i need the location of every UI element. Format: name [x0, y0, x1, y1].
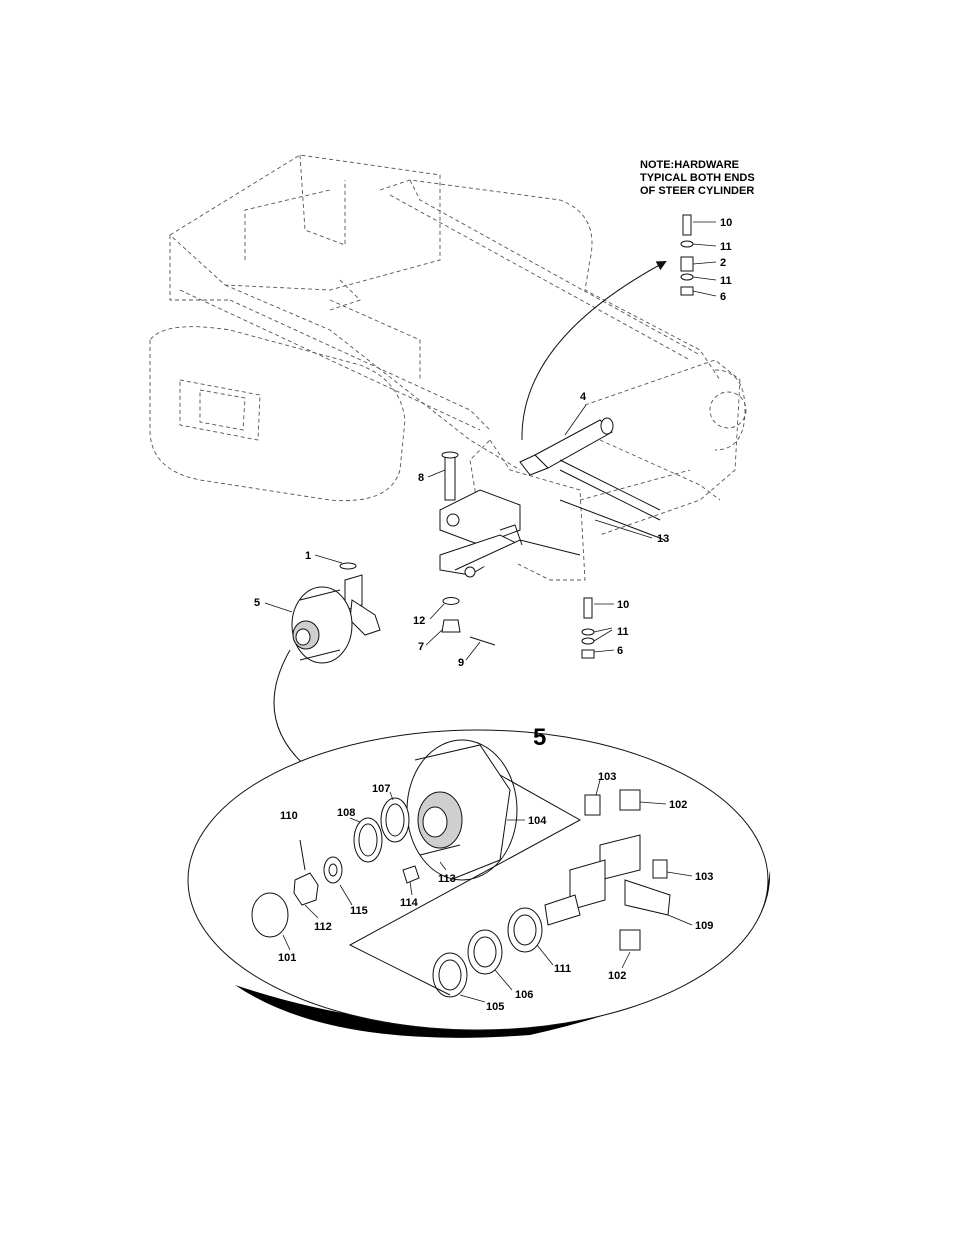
callout-2: 2: [720, 257, 726, 269]
callout-110: 110: [280, 810, 298, 822]
bushing-103a: [585, 795, 600, 815]
cylinder-hardware-bottom: [582, 598, 594, 658]
callout-103-bottom: 103: [695, 871, 713, 883]
hub-spindle-small: [292, 563, 380, 663]
callout-9: 9: [458, 657, 464, 669]
detail-view-5: [188, 730, 770, 1038]
callout-115: 115: [350, 905, 368, 917]
callout-1: 1: [305, 550, 311, 562]
hub-104: [407, 740, 517, 880]
detail-arrow: [274, 650, 310, 770]
callout-10-top: 10: [720, 217, 732, 229]
callout-11-top-a: 11: [720, 241, 732, 253]
callout-108: 108: [337, 807, 355, 819]
detail-callout-5: 5: [533, 724, 546, 751]
cylinder-hardware-top: [681, 215, 693, 295]
callout-102-bottom: 102: [608, 970, 626, 982]
bushing-102a: [620, 790, 640, 810]
callout-114: 114: [400, 897, 419, 909]
callout-6-top: 6: [720, 291, 726, 303]
callout-6-bottom: 6: [617, 645, 623, 657]
callout-103-top: 103: [598, 771, 616, 783]
callout-113: 113: [438, 873, 456, 885]
note-line-2: TYPICAL BOTH ENDS: [640, 172, 755, 184]
steer-cylinder: [520, 418, 660, 520]
lower-hardware: [442, 598, 495, 646]
note-line-1: NOTE:HARDWARE: [640, 159, 739, 171]
callout-106: 106: [515, 989, 533, 1001]
bushing-103b: [653, 860, 667, 878]
callout-5: 5: [254, 597, 260, 609]
hardware-arrow: [522, 262, 665, 440]
tie-rod-assembly: [440, 490, 665, 577]
kingpin: [442, 452, 458, 500]
callout-13: 13: [657, 533, 669, 545]
callout-11-bottom: 11: [617, 626, 629, 638]
callout-12: 12: [413, 615, 425, 627]
callout-109: 109: [695, 920, 713, 932]
callout-112: 112: [314, 921, 332, 933]
hardware-note: NOTE:HARDWARE TYPICAL BOTH ENDS OF STEER…: [640, 159, 755, 197]
callout-104: 104: [528, 815, 547, 827]
callout-101: 101: [278, 952, 296, 964]
callout-111: 111: [554, 963, 571, 975]
callout-102-top: 102: [669, 799, 687, 811]
callout-107: 107: [372, 783, 390, 795]
callout-8: 8: [418, 472, 424, 484]
callout-10-bottom: 10: [617, 599, 629, 611]
dust-cap-101: [252, 893, 288, 937]
callout-4: 4: [580, 391, 587, 403]
callout-11-top-b: 11: [720, 275, 732, 287]
bushing-102b: [620, 930, 640, 950]
callout-7: 7: [418, 641, 424, 653]
note-line-3: OF STEER CYLINDER: [640, 185, 754, 197]
callout-105: 105: [486, 1001, 504, 1013]
